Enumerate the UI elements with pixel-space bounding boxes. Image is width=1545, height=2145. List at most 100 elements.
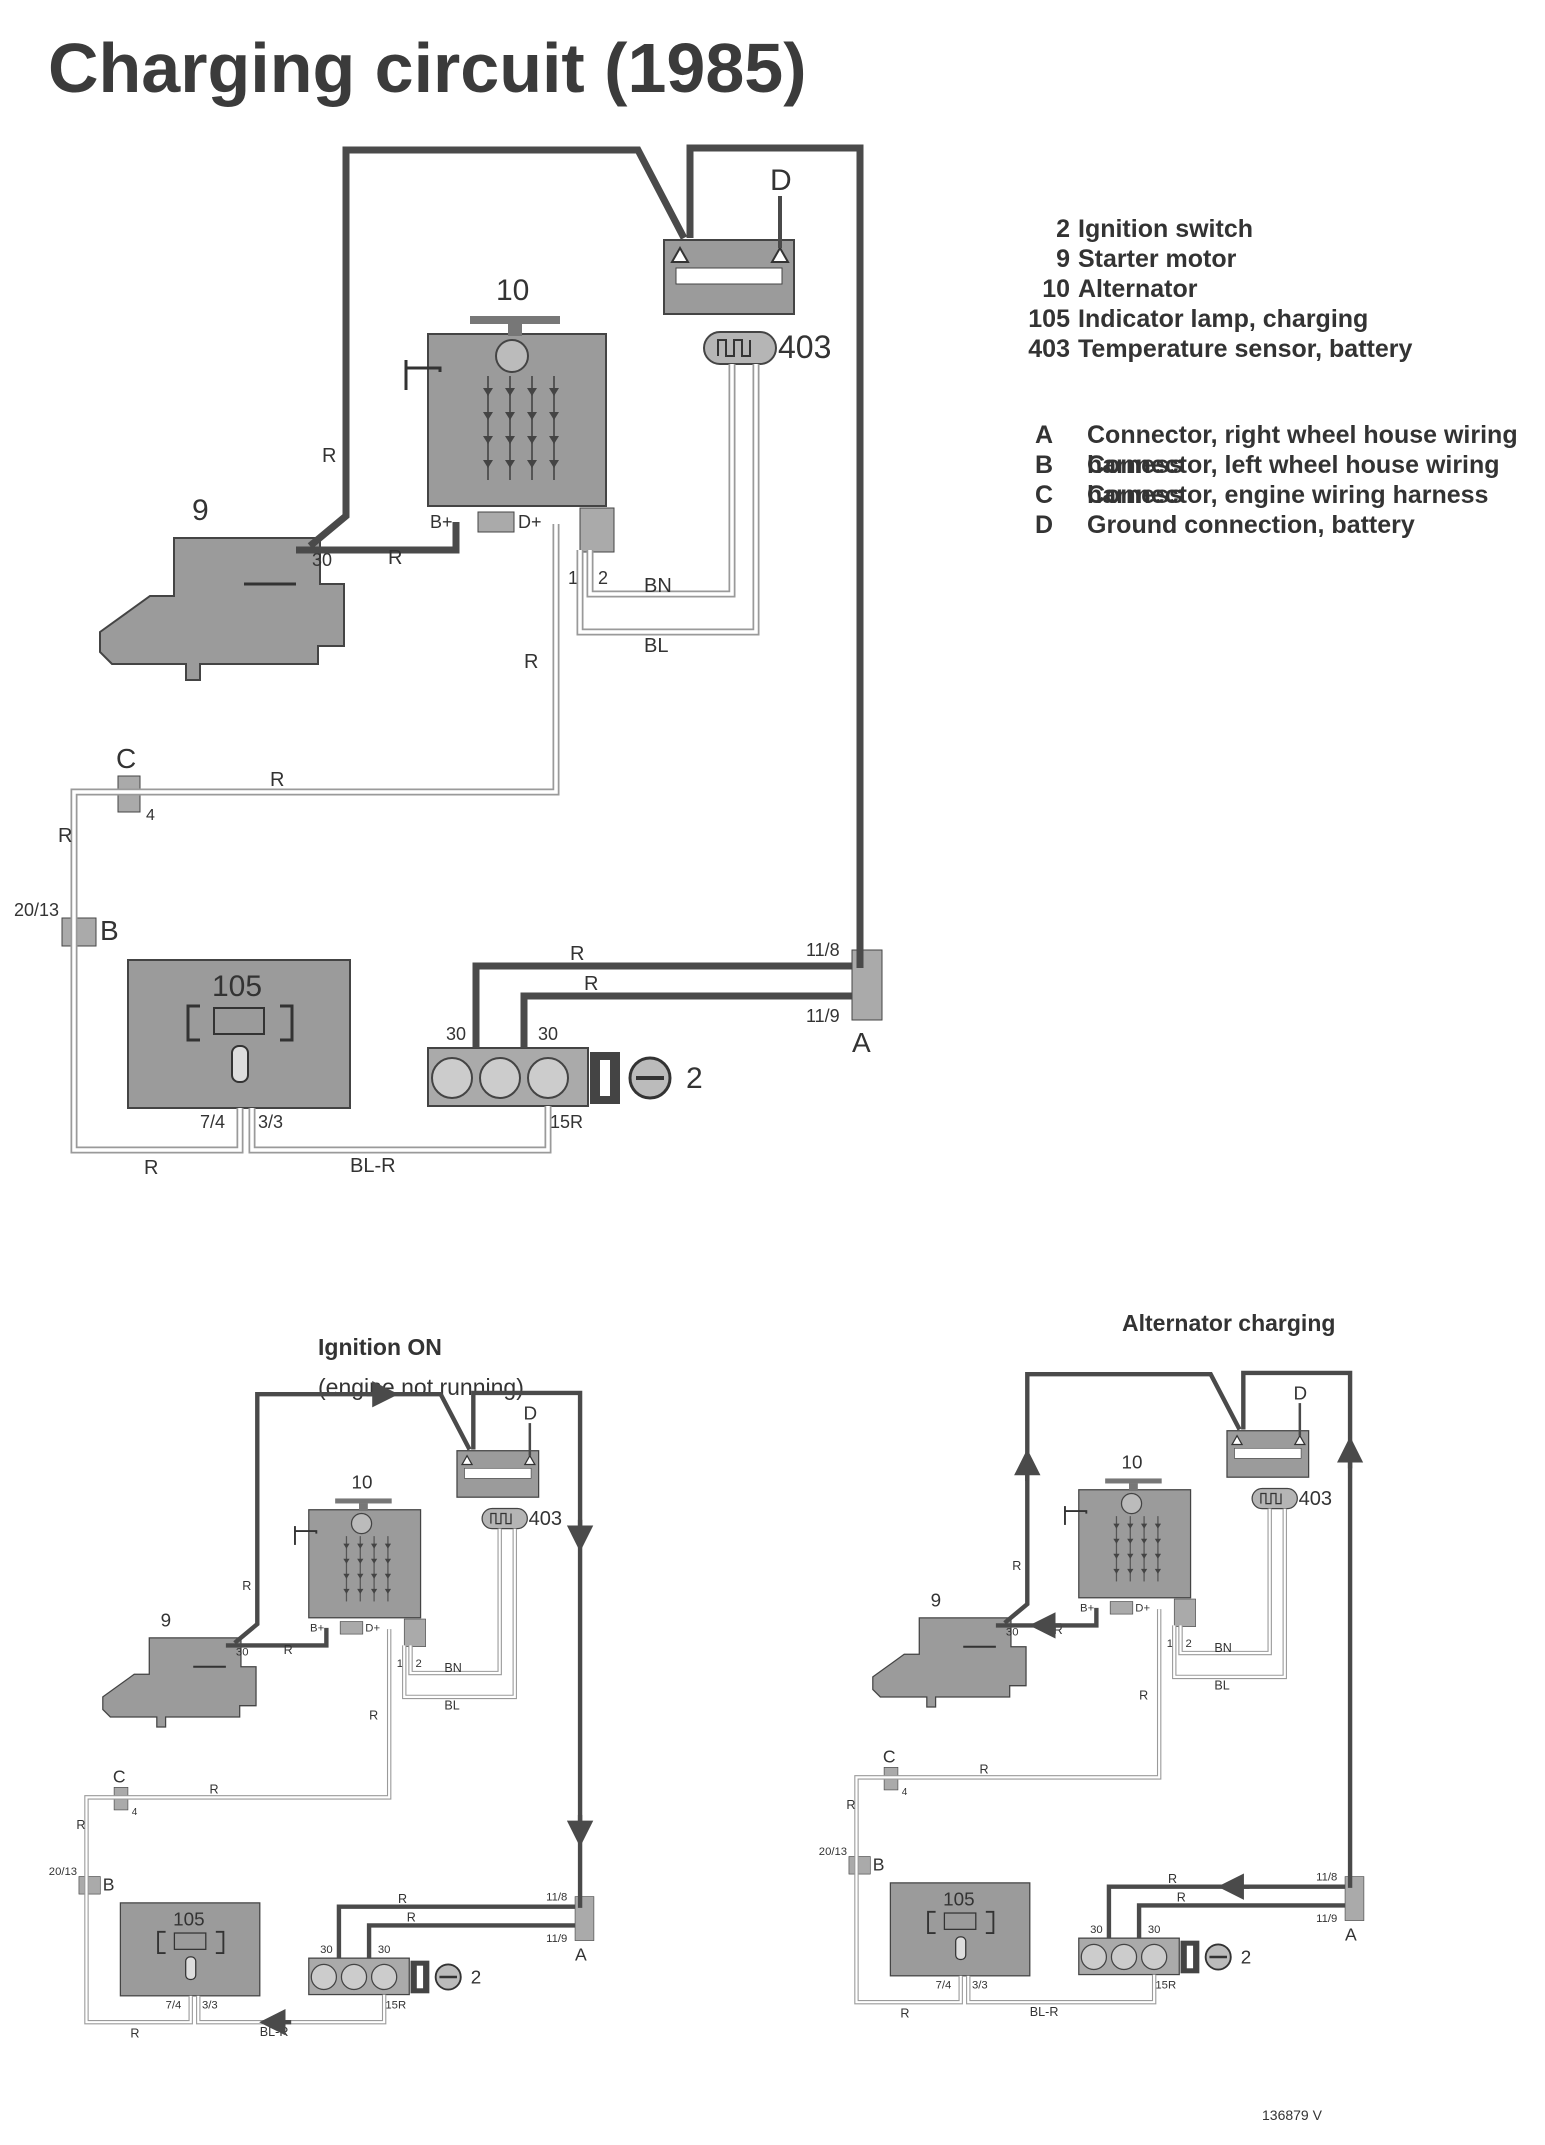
connector-c-label: C <box>116 743 136 774</box>
wire-starter-bplus <box>225 1627 329 1648</box>
diode-icon <box>1140 1523 1148 1529</box>
alternator-connector <box>403 1618 426 1647</box>
ignition-switch-number: 2 <box>686 1062 703 1095</box>
diode-icon <box>1113 1568 1120 1574</box>
alternator-shaft <box>359 1503 368 1512</box>
switch-contact-icon <box>1080 1943 1108 1971</box>
diode-icon <box>370 1573 378 1579</box>
diode-icon <box>370 1543 378 1549</box>
temperature-sensor <box>1251 1487 1298 1510</box>
temperature-sensor <box>481 1507 528 1530</box>
wire-label: R <box>369 1709 378 1723</box>
legend-key: C <box>1035 481 1054 509</box>
terminal-label: 11/8 <box>806 940 840 960</box>
diode-icon <box>1113 1553 1120 1559</box>
starter-motor-number: 9 <box>931 1590 941 1611</box>
wire-label: BN <box>444 1661 461 1675</box>
diode-icon <box>343 1558 350 1564</box>
connector-d-label: D <box>524 1402 538 1423</box>
connector-d-label: D <box>770 164 792 197</box>
wire-label: R <box>322 445 336 467</box>
alternator-ground-icon <box>294 1530 318 1534</box>
connector-a-label: A <box>1345 1925 1357 1945</box>
switch-contact-icon <box>479 1057 521 1099</box>
wire-lamp-ignition <box>250 1106 550 1152</box>
switch-contact-icon <box>527 1057 569 1099</box>
alternator-rotor-icon <box>350 1512 373 1535</box>
wire-a-ignition-30 <box>472 962 852 1048</box>
battery-window <box>1234 1447 1302 1459</box>
wire-label: BL <box>644 635 668 657</box>
wire-label: R <box>584 973 598 995</box>
diode-icon <box>505 460 515 468</box>
terminal-label: 20/13 <box>819 1846 847 1858</box>
wire-starter-bplus <box>296 522 460 554</box>
legend-key: D <box>1035 511 1054 539</box>
lamp-bracket-icon <box>280 1004 294 1042</box>
wire-sensor-bn <box>1178 1508 1272 1656</box>
terminal-label: 3/3 <box>258 1112 283 1132</box>
diode-icon <box>1140 1538 1148 1544</box>
diode-icon <box>527 436 537 444</box>
wire-label: R <box>570 943 584 965</box>
temperature-sensor-number: 403 <box>1299 1488 1333 1510</box>
sensor-element-icon <box>1260 1492 1282 1505</box>
diode-icon <box>1154 1568 1162 1574</box>
diode-icon <box>384 1543 392 1549</box>
diode-icon <box>505 436 515 444</box>
wire-sensor-bn <box>588 364 734 596</box>
battery-window <box>675 267 783 285</box>
terminal-label: 1 <box>1167 1638 1173 1650</box>
legend-text: Connector, right wheel house wiring harn… <box>1087 421 1518 479</box>
starter-motor <box>872 1617 1027 1708</box>
lamp-bulb-icon <box>185 1956 197 1981</box>
temperature-sensor-number: 403 <box>529 1508 562 1530</box>
terminal-label: 11/8 <box>1316 1871 1337 1883</box>
legend-number: 2 <box>1056 215 1070 243</box>
wire-label: R <box>242 1579 251 1593</box>
wire-dplus-lamp <box>85 1629 391 2024</box>
temperature-sensor <box>703 331 777 365</box>
wire-label: R <box>1177 1891 1186 1905</box>
connector-d-label: D <box>1294 1382 1308 1403</box>
wire-a-ignition-30b <box>1136 1903 1346 1939</box>
alternator-ground-icon <box>1064 1510 1088 1514</box>
legend-key: B <box>1035 451 1054 479</box>
diode-icon <box>384 1588 392 1594</box>
connector-b <box>848 1856 871 1875</box>
terminal-label: 20/13 <box>49 1866 77 1878</box>
wire-battery-starter <box>233 1392 472 1645</box>
terminal-label: 15R <box>1155 1979 1176 1991</box>
diode-icon <box>505 388 515 396</box>
connector-b-label: B <box>100 915 119 946</box>
legend-text: Ground connection, battery <box>1087 511 1415 539</box>
legend-text: Connector, engine wiring harness <box>1087 481 1489 509</box>
switch-contact-icon <box>310 1963 338 1991</box>
wire-battery-starter <box>307 146 688 549</box>
ignition-switch-number: 2 <box>471 1966 481 1987</box>
alternator-shaft <box>1129 1483 1138 1492</box>
wire-label: BL-R <box>350 1155 396 1177</box>
terminal-label: 11/9 <box>546 1933 567 1945</box>
alternator-connector <box>579 507 615 553</box>
connector-a-label: A <box>852 1027 871 1058</box>
wire-label: BL-R <box>1030 2005 1059 2019</box>
lamp-bulb-icon <box>955 1936 967 1961</box>
terminal-label: 15R <box>385 1999 406 2011</box>
connector-b-label: B <box>103 1874 115 1894</box>
terminal-label: 11/9 <box>1316 1913 1337 1925</box>
wire-sensor-bl <box>1173 1508 1286 1678</box>
alternator-bplus-terminal <box>477 511 515 533</box>
diode-icon <box>483 460 493 468</box>
alternator-pulley <box>470 316 560 324</box>
switch-contact-icon <box>370 1963 398 1991</box>
connector-b-label: B <box>873 1854 885 1874</box>
diode-icon <box>1140 1568 1148 1574</box>
diode-icon <box>1127 1568 1134 1574</box>
